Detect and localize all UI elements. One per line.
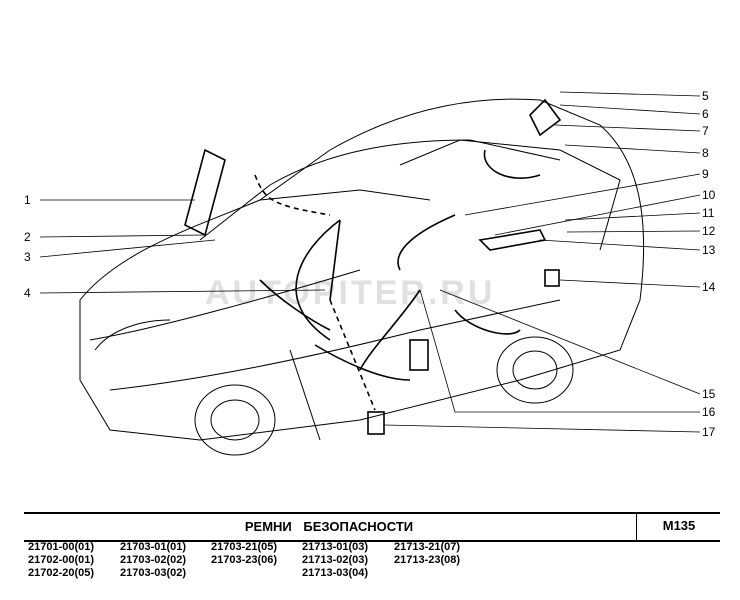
model-code: 21703-01(01) (120, 541, 187, 553)
model-column: 21701-00(01) 21702-00(01) 21702-20(05) (28, 541, 94, 580)
model-column: 21713-21(07) 21713-23(08) (394, 541, 460, 567)
callout-6: 6 (702, 107, 709, 121)
model-code: 21702-20(05) (28, 567, 95, 579)
seat-belt-diagram (39, 91, 701, 456)
callout-9: 9 (702, 167, 709, 181)
model-code: 21703-21(05) (211, 541, 278, 553)
watermark: AUTOPITER.RU (205, 274, 496, 312)
model-column: 21703-01(01) 21703-02(02) 21703-03(02) (120, 541, 186, 580)
callout-2: 2 (24, 230, 31, 244)
callout-10: 10 (702, 188, 716, 202)
model-code: 21703-03(02) (120, 567, 187, 579)
callout-8: 8 (702, 146, 709, 160)
model-code: 21713-02(03) (302, 554, 369, 566)
model-code: 21703-02(02) (120, 554, 187, 566)
model-code: 21713-23(08) (394, 554, 461, 566)
callout-14: 14 (702, 280, 716, 294)
model-code: 21713-03(04) (302, 567, 369, 579)
callout-4: 4 (24, 286, 31, 300)
model-column: 21703-21(05) 21703-23(06) (211, 541, 277, 567)
callout-12: 12 (702, 224, 716, 238)
model-code: 21713-21(07) (394, 541, 461, 553)
diagram-code: M135 (636, 514, 721, 540)
callout-13: 13 (702, 243, 716, 257)
callout-17: 17 (702, 425, 716, 439)
model-code: 21703-23(06) (211, 554, 278, 566)
callout-5: 5 (702, 89, 709, 103)
leader-lines (39, 91, 701, 433)
belt-parts (184, 98, 562, 435)
model-column: 21713-01(03) 21713-02(03) 21713-03(04) (302, 541, 368, 580)
model-code: 21702-00(01) (28, 554, 95, 566)
model-code: 21701-00(01) (28, 541, 95, 553)
callout-7: 7 (702, 124, 709, 138)
car-outline (79, 98, 645, 456)
diagram-title: РЕМНИ БЕЗОПАСНОСТИ (244, 519, 414, 534)
callout-11: 11 (702, 206, 715, 220)
callout-1: 1 (24, 193, 31, 207)
callout-16: 16 (702, 405, 716, 419)
model-code: 21713-01(03) (302, 541, 369, 553)
callout-15: 15 (702, 387, 716, 401)
title-bar: РЕМНИ БЕЗОПАСНОСТИ M135 (24, 512, 720, 542)
callout-3: 3 (24, 250, 31, 264)
